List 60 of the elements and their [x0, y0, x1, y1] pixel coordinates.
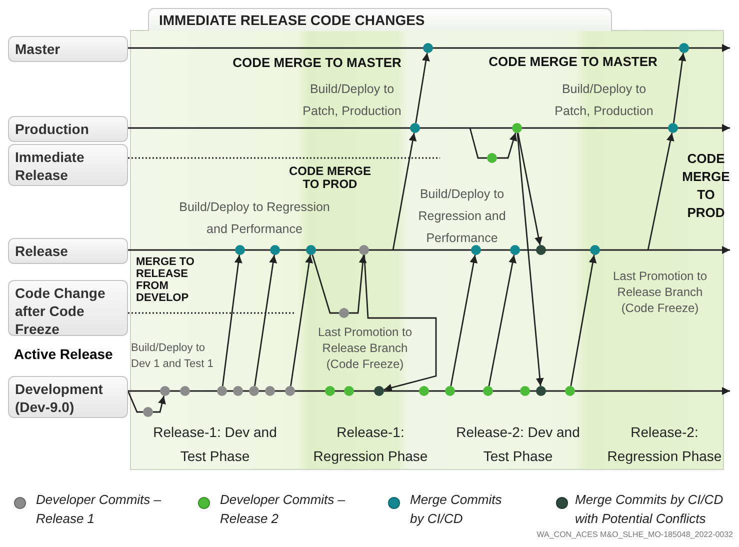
dotted-branch-line — [128, 312, 296, 314]
legend-text: Developer Commits – Release 2 — [220, 491, 346, 528]
arrow — [517, 132, 542, 246]
arrow — [497, 132, 518, 159]
annotation-text: MERGE TO RELEASE FROM DEVELOP — [136, 256, 196, 304]
branch-name: Immediate Release — [15, 148, 86, 184]
title-tab: IMMEDIATE RELEASE CODE CHANGES — [148, 8, 612, 31]
arrow — [128, 44, 730, 52]
phase-label: Release-1: Regression Phase — [312, 423, 429, 466]
annotation-text: CODE MERGE TO MASTER — [232, 55, 402, 71]
branch-label-box — [8, 116, 128, 142]
legend-text: Merge Commits by CI/CD with Potential Conflicts — [575, 491, 724, 528]
arrow — [349, 254, 367, 314]
annotation-text: Build/Deploy to Patch, Production — [302, 81, 402, 120]
branch-label-box — [8, 280, 128, 336]
arrow — [415, 52, 430, 124]
annotation-text: CODE MERGE TO PROD — [288, 165, 372, 191]
legend-text: Developer Commits – Release 1 — [36, 491, 162, 528]
branch-name: Code Change after Code Freeze — [15, 284, 106, 338]
arrow — [488, 254, 516, 386]
arrow — [392, 132, 417, 250]
phase-label: Release-1: Dev and Test Phase — [152, 423, 278, 466]
branch-label-box — [8, 238, 128, 264]
branch-name: Master — [15, 40, 62, 58]
arrow — [570, 254, 597, 386]
annotation-text: CODE MERGE TO MASTER — [488, 54, 658, 70]
branch-name: Development (Dev-9.0) — [15, 380, 104, 416]
annotation-text: Build/Deploy to Regression and Performance — [417, 186, 507, 247]
dotted-branch-line — [128, 157, 440, 159]
connector-line — [469, 128, 487, 159]
phase-label: Release-2: Regression Phase — [606, 423, 723, 466]
branch-name: Production — [15, 120, 90, 138]
phase-label: Release-2: Dev and Test Phase — [455, 423, 581, 466]
arrow — [153, 396, 166, 413]
arrow — [450, 254, 478, 386]
arrow — [290, 254, 314, 386]
legend-text: Merge Commits by CI/CD — [410, 491, 503, 528]
arrow — [254, 254, 278, 386]
annotation-text: Build/Deploy to Patch, Production — [554, 81, 654, 120]
annotation-text: Build/Deploy to Dev 1 and Test 1 — [131, 341, 214, 372]
arrow — [364, 254, 437, 392]
annotation-text: Last Promotion to Release Branch (Code Freeze) — [316, 324, 414, 372]
connector-line — [127, 390, 143, 413]
annotation-text: Build/Deploy to Regression and Performance — [178, 199, 331, 238]
arrow — [672, 52, 686, 124]
branch-label-box — [8, 36, 128, 62]
arrow — [647, 132, 674, 250]
arrow — [516, 132, 544, 386]
arrow — [128, 124, 730, 132]
arrow — [222, 254, 242, 386]
annotation-text: CODE MERGE TO PROD — [681, 150, 731, 222]
branch-label-box — [8, 376, 128, 418]
arrow — [128, 246, 730, 254]
annotation-text: Last Promotion to Release Branch (Code Freeze) — [612, 268, 708, 316]
annotation-text: Active Release — [14, 345, 114, 363]
connector-line — [312, 254, 339, 314]
document-id: WA_CON_ACES M&O_SLHE_MO-185048_2022-0032 — [536, 530, 733, 540]
branch-label-box — [8, 144, 128, 186]
branch-name: Release — [15, 242, 69, 260]
arrow — [128, 387, 730, 395]
